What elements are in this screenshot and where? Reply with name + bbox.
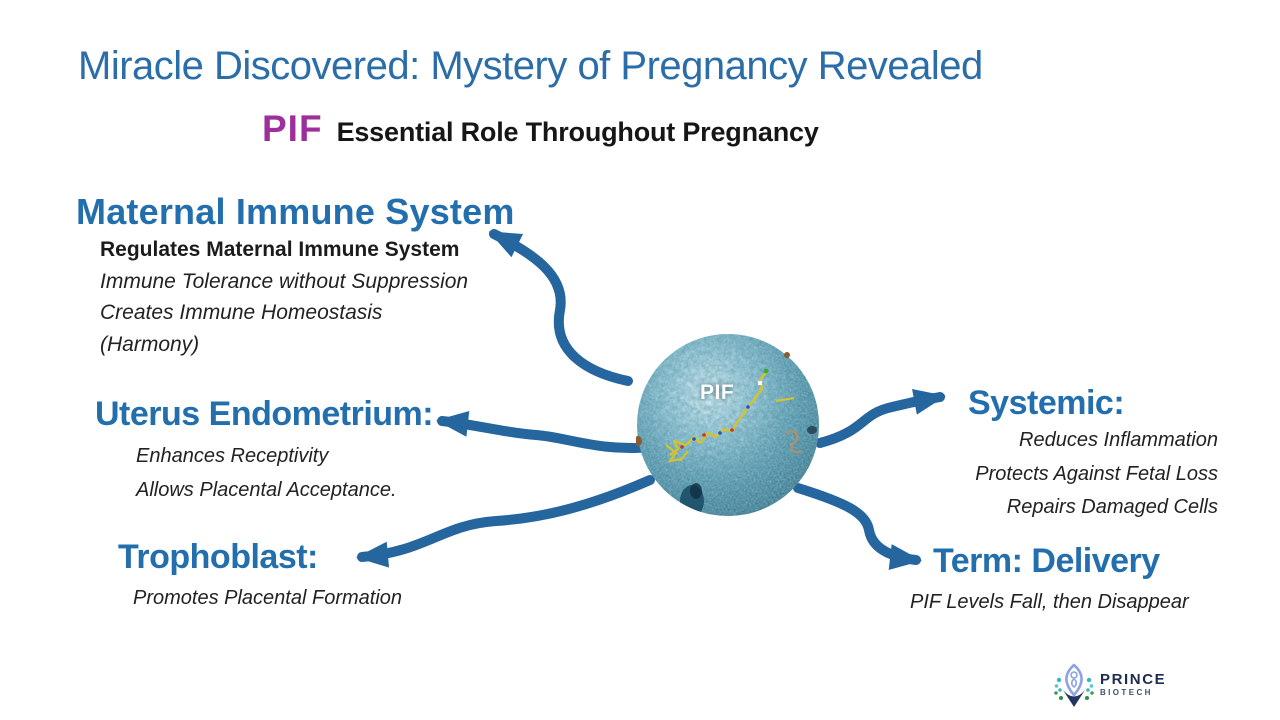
pif-molecule-overlay xyxy=(665,368,795,463)
arrow-to-trophoblast xyxy=(356,475,655,568)
systemic-line-2: Protects Against Fetal Loss xyxy=(975,462,1218,485)
maternal-line-1: Regulates Maternal Immune System xyxy=(100,238,460,261)
uterus-line-2: Allows Placental Acceptance. xyxy=(136,478,397,501)
heading-systemic: Systemic: xyxy=(968,384,1125,422)
arrow-to-systemic xyxy=(815,389,946,448)
term-line-1: PIF Levels Fall, then Disappear xyxy=(910,591,1189,613)
heading-maternal-immune-system: Maternal Immune System xyxy=(76,191,515,232)
systemic-line-1: Reduces Inflammation xyxy=(1019,429,1218,451)
systemic-detail-lines: Reduces Inflammation Protects Against Fe… xyxy=(975,424,1218,525)
subtitle-text: Essential Role Throughout Pregnancy xyxy=(336,117,819,147)
heading-trophoblast: Trophoblast: xyxy=(118,538,318,576)
heading-uterus-endometrium: Uterus Endometrium: xyxy=(95,395,434,433)
pif-cell-label: PIF xyxy=(700,381,735,404)
prince-biotech-logo-icon xyxy=(1054,663,1094,707)
maternal-line-2: Immune Tolerance without Suppression xyxy=(100,269,469,293)
term-detail-lines: PIF Levels Fall, then Disappear xyxy=(910,586,1189,620)
uterus-detail-lines: Enhances Receptivity Allows Placental Ac… xyxy=(136,440,397,507)
maternal-detail-lines: Regulates Maternal Immune System Immune … xyxy=(100,234,468,360)
heading-term-delivery: Term: Delivery xyxy=(933,542,1160,580)
logo-division-name: BIOTECH xyxy=(1100,688,1153,697)
maternal-line-4: (Harmony) xyxy=(100,332,200,356)
embryo-cell-graphic xyxy=(634,334,819,516)
logo-company-name: PRINCE xyxy=(1100,671,1167,688)
uterus-line-1: Enhances Receptivity xyxy=(136,445,329,467)
systemic-line-3: Repairs Damaged Cells xyxy=(1006,496,1218,518)
page-title: Miracle Discovered: Mystery of Pregnancy… xyxy=(78,44,983,88)
arrow-to-maternal xyxy=(488,229,633,386)
company-logo: PRINCE BIOTECH xyxy=(1054,662,1166,708)
subtitle-pif-highlight: PIF xyxy=(262,108,323,149)
arrow-to-uterus xyxy=(436,410,657,453)
page-subtitle: PIF Essential Role Throughout Pregnancy xyxy=(262,108,819,150)
trophoblast-line-1: Promotes Placental Formation xyxy=(133,587,403,609)
pif-cell-image: PIF xyxy=(634,333,820,517)
trophoblast-detail-lines: Promotes Placental Formation xyxy=(133,582,402,616)
maternal-line-3: Creates Immune Homeostasis xyxy=(100,301,383,324)
